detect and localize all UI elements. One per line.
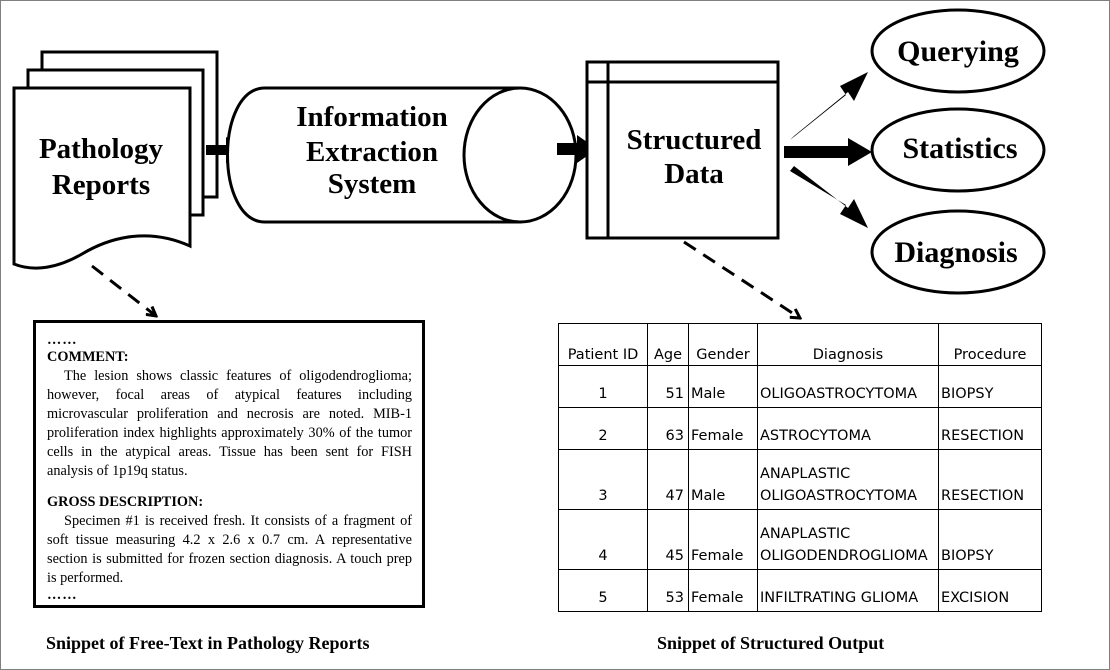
system-label-3: System xyxy=(328,168,417,200)
structured-data-node: Structured Data xyxy=(585,60,780,240)
cell-gender: Female xyxy=(688,569,758,612)
comment-heading: COMMENT: xyxy=(47,349,129,365)
cell-gender: Female xyxy=(688,509,758,570)
header-patient-id: Patient ID xyxy=(558,323,648,366)
table-row: 2 63 Female ASTROCYTOMA RESECTION xyxy=(558,407,1042,450)
statistics-ellipse xyxy=(870,107,1046,193)
dashed-arrow-to-report-snippet xyxy=(91,264,156,316)
cell-diagnosis: ANAPLASTIC OLIGOASTROCYTOMA xyxy=(757,449,939,510)
system-label-2: Extraction xyxy=(306,136,438,168)
table-row: 1 51 Male OLIGOASTROCYTOMA BIOPSY xyxy=(558,365,1042,408)
cell-patient-id: 1 xyxy=(558,365,648,408)
cell-procedure: EXCISION xyxy=(938,569,1042,612)
arrow-to-querying xyxy=(790,72,868,140)
system-label-1: Information xyxy=(296,101,447,133)
table-row: 5 53 Female INFILTRATING GLIOMA EXCISION xyxy=(558,569,1042,612)
cell-age: 45 xyxy=(647,509,689,570)
statistics-node: Statistics xyxy=(870,107,1046,193)
cell-patient-id: 5 xyxy=(558,569,648,612)
structured-output-table: Patient ID Age Gender Diagnosis Procedur… xyxy=(558,323,1042,612)
table-row: 3 47 Male ANAPLASTIC OLIGOASTROCYTOMA RES… xyxy=(558,449,1042,510)
gross-description-heading: GROSS DESCRIPTION: xyxy=(47,494,204,510)
gross-description-text: Specimen #1 is received fresh. It consis… xyxy=(47,513,412,586)
header-gender: Gender xyxy=(688,323,758,366)
cell-procedure: RESECTION xyxy=(938,407,1042,450)
cell-gender: Male xyxy=(688,449,758,510)
header-procedure: Procedure xyxy=(938,323,1042,366)
cell-gender: Female xyxy=(688,407,758,450)
diagnosis-line: OLIGODENDROGLIOMA xyxy=(760,548,928,564)
cell-gender: Male xyxy=(688,365,758,408)
cell-age: 47 xyxy=(647,449,689,510)
comment-text: The lesion shows classic features of oli… xyxy=(47,368,412,479)
cell-patient-id: 3 xyxy=(558,449,648,510)
cell-age: 63 xyxy=(647,407,689,450)
table-header-row: Patient ID Age Gender Diagnosis Procedur… xyxy=(558,323,1042,366)
arrow-to-diagnosis xyxy=(790,166,868,228)
diagnosis-line: ANAPLASTIC xyxy=(760,466,851,482)
caption-structured-output: Snippet of Structured Output xyxy=(657,633,885,653)
querying-label: Querying xyxy=(897,35,1019,68)
cylinder-body xyxy=(226,86,522,224)
cell-age: 51 xyxy=(647,365,689,408)
arrow-to-statistics xyxy=(784,138,872,166)
cell-age: 53 xyxy=(647,569,689,612)
cell-diagnosis: ANAPLASTIC OLIGODENDROGLIOMA xyxy=(757,509,939,570)
report-ellipsis-bottom: …… xyxy=(47,587,78,603)
querying-node: Querying xyxy=(870,8,1046,94)
pathology-label-2: Reports xyxy=(52,169,150,201)
caption-free-text: Snippet of Free-Text in Pathology Report… xyxy=(46,633,370,653)
diagnosis-node: Diagnosis xyxy=(870,209,1046,295)
cell-procedure: BIOPSY xyxy=(938,365,1042,408)
cell-procedure: RESECTION xyxy=(938,449,1042,510)
information-extraction-system-node: Information Extraction System xyxy=(226,86,578,224)
report-ellipsis-top: …… xyxy=(47,332,78,348)
dashed-arrow-to-table-snippet xyxy=(683,240,800,318)
document-page-front xyxy=(12,86,192,270)
pathology-reports-node: Pathology Reports xyxy=(12,50,219,270)
cell-patient-id: 2 xyxy=(558,407,648,450)
cell-diagnosis: ASTROCYTOMA xyxy=(757,407,939,450)
report-snippet-box: …… COMMENT: The lesion shows classic fea… xyxy=(33,320,425,608)
data-box xyxy=(585,60,780,240)
cell-diagnosis: INFILTRATING GLIOMA xyxy=(757,569,939,612)
structured-label-1: Structured xyxy=(627,124,762,156)
header-age: Age xyxy=(647,323,689,366)
pathology-label-1: Pathology xyxy=(39,133,164,165)
diagnosis-label: Diagnosis xyxy=(894,236,1017,269)
header-diagnosis: Diagnosis xyxy=(757,323,939,366)
cell-diagnosis: OLIGOASTROCYTOMA xyxy=(757,365,939,408)
statistics-label: Statistics xyxy=(903,132,1018,165)
diagnosis-ellipse xyxy=(870,209,1046,295)
diagnosis-line: ANAPLASTIC xyxy=(760,526,851,542)
diagnosis-line: OLIGOASTROCYTOMA xyxy=(760,488,918,504)
cell-patient-id: 4 xyxy=(558,509,648,570)
structured-label-2: Data xyxy=(664,158,724,190)
cell-procedure: BIOPSY xyxy=(938,509,1042,570)
querying-ellipse xyxy=(870,8,1046,94)
